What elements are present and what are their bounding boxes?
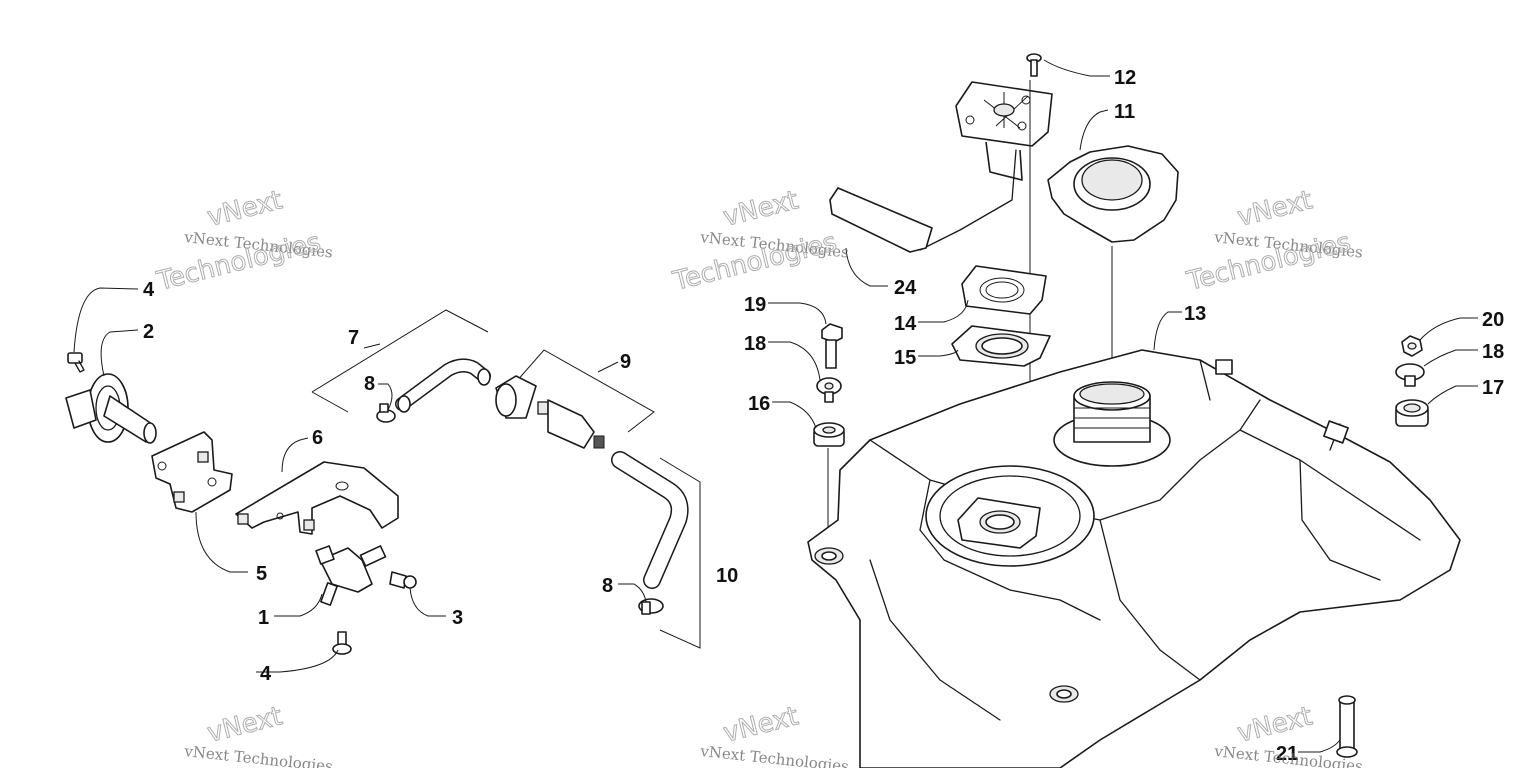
hose-7 — [395, 358, 491, 413]
callout-11: 11 — [1114, 101, 1135, 123]
screw-4-top — [67, 352, 85, 373]
callout-4-bottom: 4 — [260, 663, 272, 685]
svg-text:vNext Technologies: vNext Technologies — [183, 742, 334, 768]
callout-24: 24 — [894, 277, 917, 299]
watermark-1: vNext Technologies vNext Technologies — [153, 185, 334, 298]
callout-17: 17 — [1482, 377, 1504, 399]
pin-21 — [1336, 695, 1358, 758]
leader-lines — [73, 59, 1478, 753]
nut-20 — [1401, 335, 1423, 357]
clamp-8-top — [376, 403, 396, 423]
clamp-8-bottom — [638, 598, 664, 615]
callout-7: 7 — [348, 327, 359, 349]
screw-3 — [389, 571, 417, 589]
watermark-2: vNext Technologies vNext Technologies — [669, 185, 850, 298]
valve-1 — [315, 545, 387, 606]
bolt-19 — [821, 323, 843, 369]
washer-18-right — [1395, 363, 1425, 387]
watermark-4: vNext Technologies vNext — [183, 701, 334, 768]
filter-9 — [495, 375, 605, 449]
group-bracket-9-lead — [597, 361, 619, 373]
svg-text:vNext: vNext — [1234, 701, 1315, 748]
watermark-3: vNext Technologies vNext Technologies — [1183, 185, 1364, 298]
callout-12: 12 — [1114, 67, 1136, 89]
plate-5 — [151, 431, 233, 513]
svg-text:vNext Technologies: vNext Technologies — [699, 742, 850, 768]
callout-numbers: 4 2 7 8 9 6 5 1 3 4 8 10 12 11 24 14 15 … — [143, 67, 1504, 765]
callout-21: 21 — [1276, 743, 1298, 765]
grommet-16 — [813, 422, 845, 447]
screw-12 — [1026, 53, 1042, 77]
washer-18-left — [816, 377, 842, 403]
callout-8-bottom: 8 — [602, 575, 613, 597]
fuel-pickup-2 — [65, 373, 157, 444]
svg-text:vNext: vNext — [204, 701, 285, 748]
callout-20: 20 — [1482, 309, 1504, 331]
callout-9: 9 — [620, 351, 631, 373]
callout-8-top: 8 — [364, 373, 375, 395]
hose-10 — [611, 451, 689, 589]
callout-14: 14 — [894, 313, 917, 335]
screw-4-bottom — [332, 631, 352, 655]
svg-text:vNext: vNext — [204, 185, 285, 232]
group-bracket-7-lead — [363, 343, 381, 349]
callout-18-right: 18 — [1482, 341, 1504, 363]
callout-5: 5 — [256, 563, 267, 585]
callout-3: 3 — [452, 607, 463, 629]
callout-15: 15 — [894, 347, 916, 369]
fuel-sender-24 — [829, 81, 1053, 253]
callout-4-top: 4 — [143, 279, 155, 301]
bracket-6 — [235, 461, 399, 535]
svg-text:vNext: vNext — [1234, 185, 1315, 232]
svg-text:vNext: vNext — [720, 185, 801, 232]
fuel-tank-13 — [807, 349, 1461, 768]
callout-18-left: 18 — [744, 333, 766, 355]
fuel-cap-11 — [1047, 145, 1179, 243]
group-bracket-10 — [659, 457, 701, 649]
group-bracket-7 — [311, 309, 489, 413]
callout-13: 13 — [1184, 303, 1206, 325]
callout-16: 16 — [748, 393, 770, 415]
callout-10: 10 — [716, 565, 738, 587]
callout-6: 6 — [312, 427, 323, 449]
watermark-5: vNext Technologies vNext — [699, 701, 850, 768]
svg-text:vNext: vNext — [720, 701, 801, 748]
group-bracket-9 — [515, 349, 655, 433]
callout-1: 1 — [258, 607, 269, 629]
gasket-14 — [961, 265, 1047, 315]
gasket-15 — [951, 325, 1051, 367]
callout-19: 19 — [744, 294, 766, 316]
grommet-17 — [1395, 399, 1429, 427]
callout-2: 2 — [143, 321, 154, 343]
